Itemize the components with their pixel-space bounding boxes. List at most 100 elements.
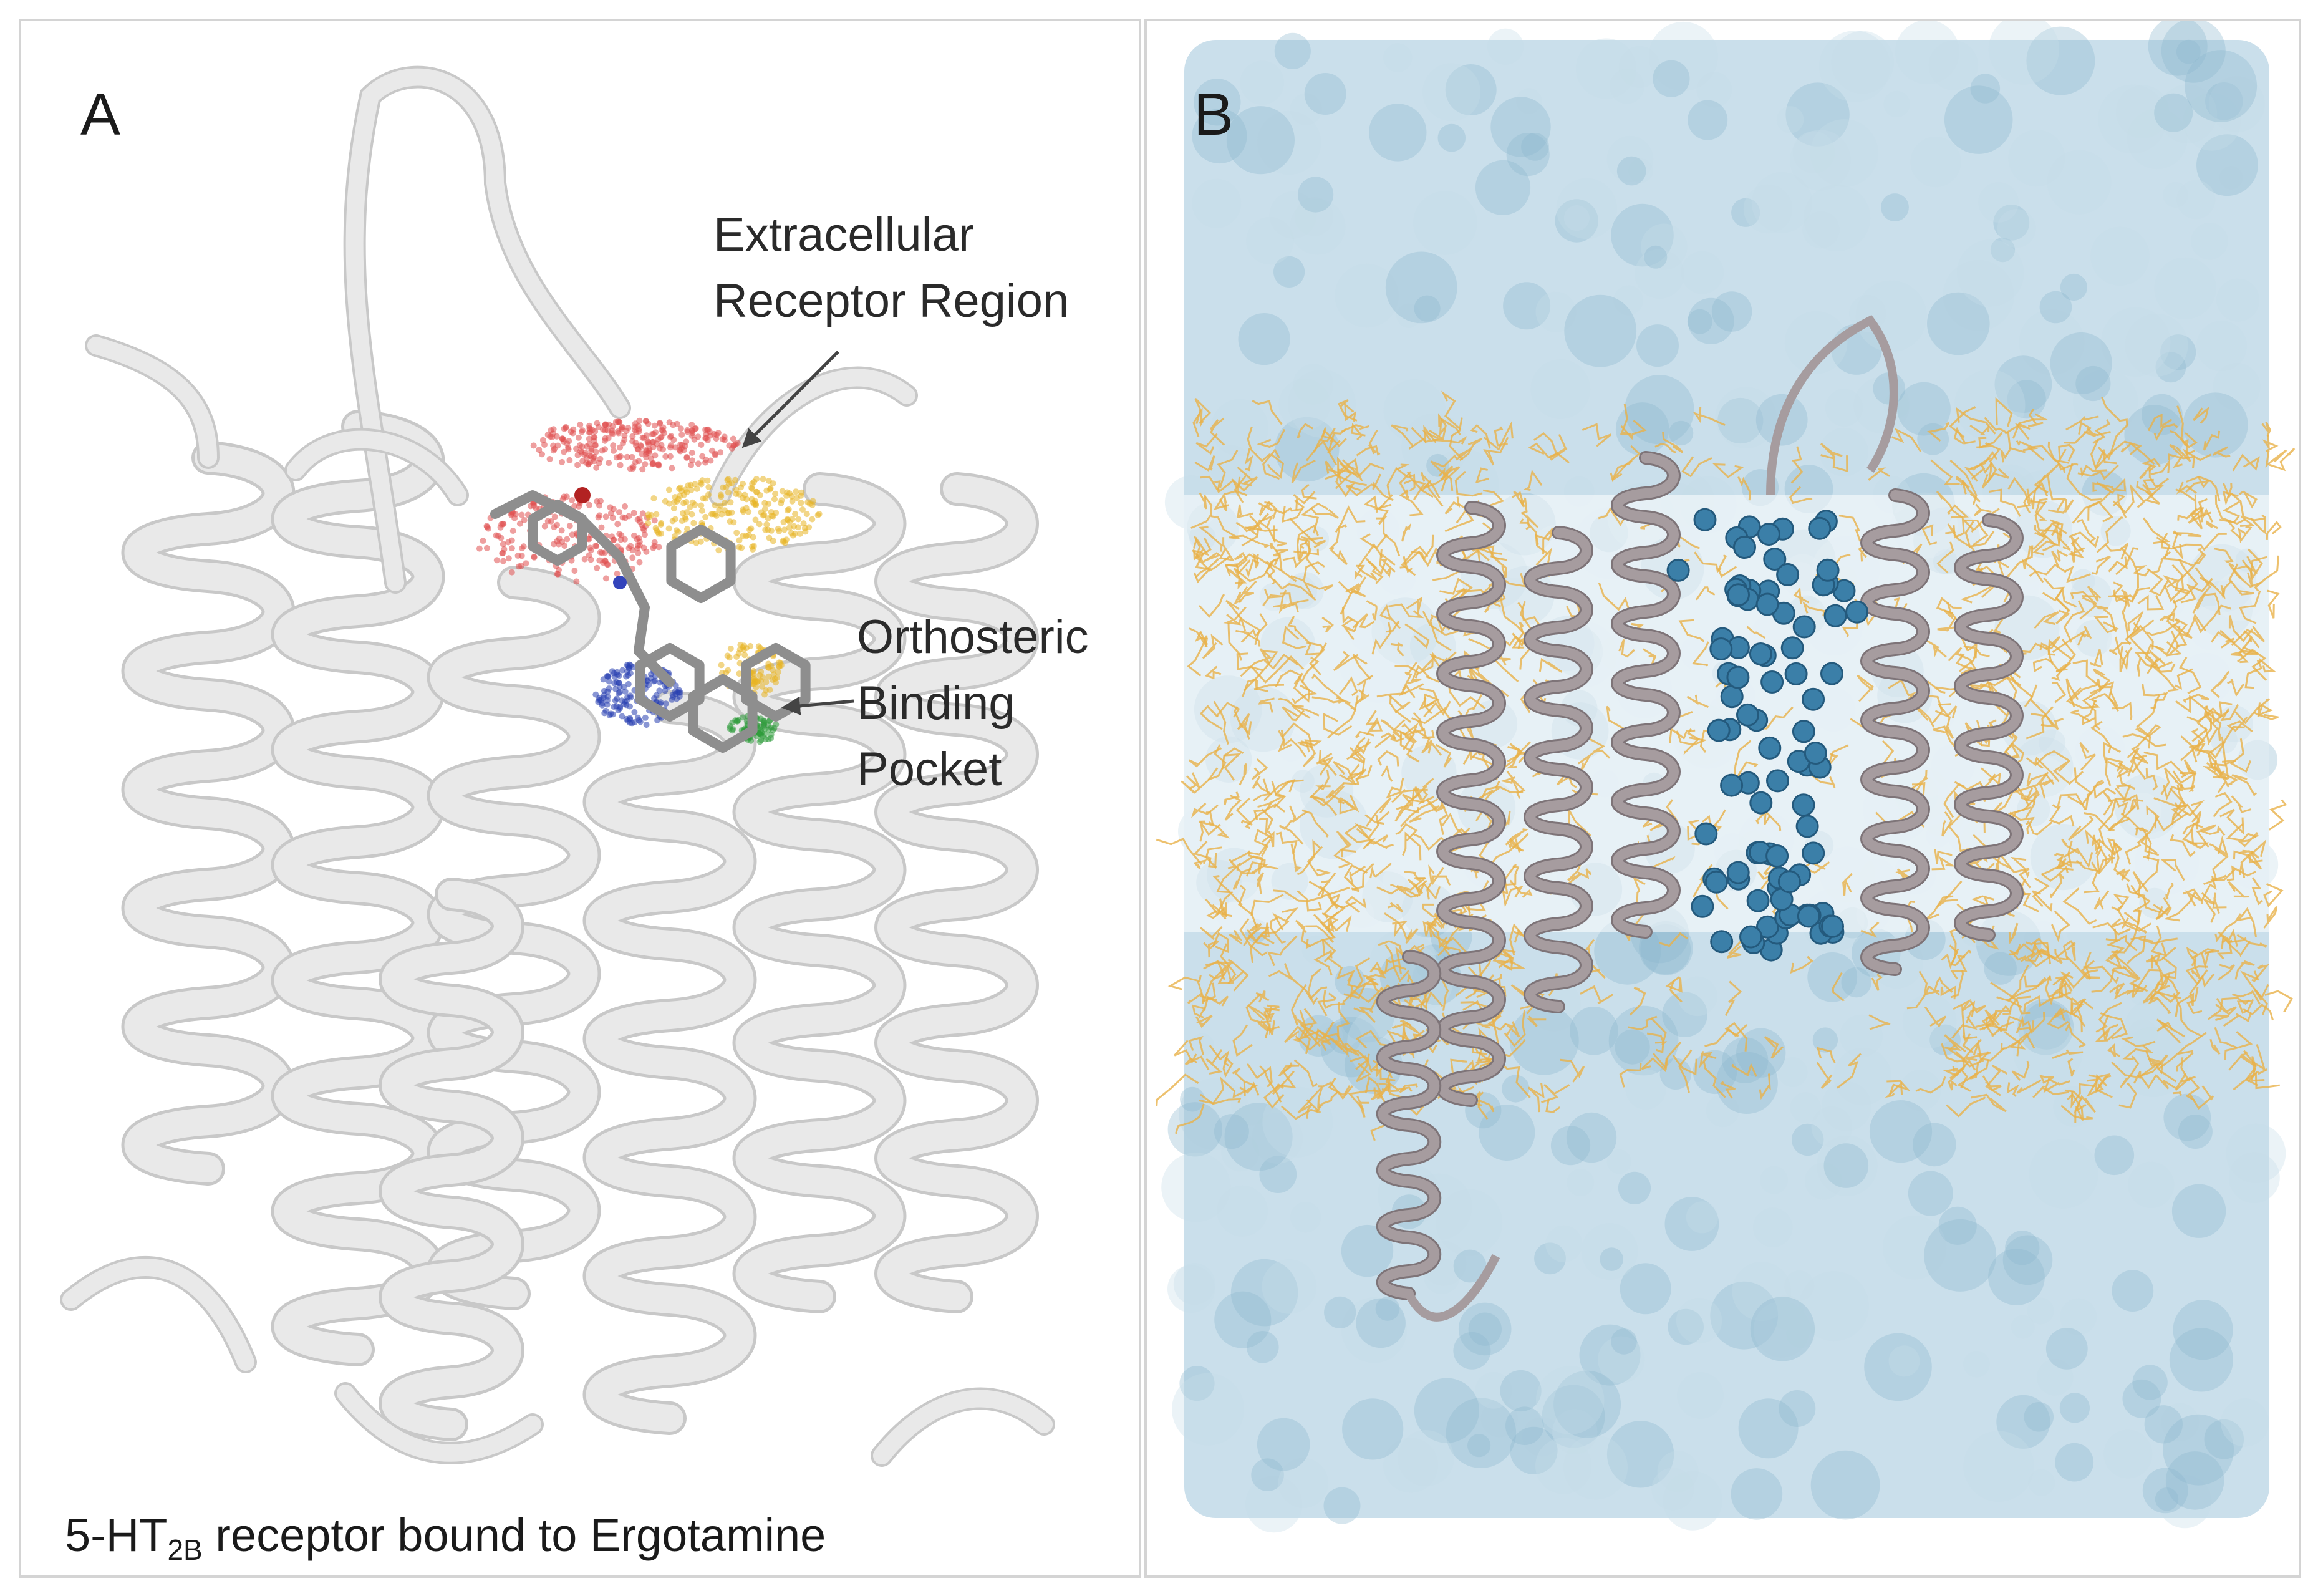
lipid-tail (2196, 592, 2221, 616)
lipid-tail (1517, 602, 1542, 629)
water-blob (1290, 1202, 1321, 1233)
lipid-tail (2126, 883, 2161, 914)
lipid-tail (1325, 783, 1345, 799)
lipid-tail (2022, 557, 2044, 583)
yellow-cluster-dot (794, 524, 801, 531)
yellow-cluster-dot (722, 500, 728, 506)
lipid-tail (1857, 674, 1875, 702)
water-blob (1944, 85, 2013, 154)
water-blob (1179, 1078, 1251, 1150)
blue-cluster-dot (619, 697, 625, 704)
water-blob (1375, 1297, 1400, 1321)
lipid-tail (1281, 500, 1305, 523)
yellow-cluster-dot (768, 513, 775, 520)
lipid-tail (1355, 1053, 1371, 1083)
ligand-sphere (1823, 604, 1847, 627)
lipid-tail (1402, 831, 1422, 861)
yellow-cluster-pocket-dot (747, 642, 754, 649)
loop-2 (87, 337, 217, 467)
lipid-tail (1217, 450, 1239, 488)
lipid-tail (1695, 586, 1716, 601)
lipid-tail (2047, 441, 2066, 473)
lipid-tail (2182, 694, 2209, 704)
water-blob (1247, 1331, 1279, 1363)
lipid-tail (1348, 1090, 1381, 1110)
helix-b-6 (1378, 952, 1440, 1299)
water-blob (2115, 85, 2170, 138)
lipid-tail (1293, 979, 1328, 1000)
water-blob (1245, 1476, 1303, 1533)
water-blob (1445, 64, 1497, 115)
lipid-tail (1820, 443, 1843, 458)
lipid-tail (1380, 719, 1402, 738)
water-blob (2047, 150, 2112, 215)
red-cluster-dot (583, 443, 590, 450)
yellow-cluster-dot (816, 511, 823, 517)
water-blob (1750, 1297, 1815, 1361)
ligand-ring-2 (635, 643, 705, 722)
water-blob (1895, 21, 1960, 85)
lipid-tail (1499, 948, 1516, 971)
lipid-tail (2111, 894, 2130, 912)
lipid-tail (1320, 1037, 1349, 1057)
yellow-cluster-dot (666, 500, 673, 507)
lipid-tail (2150, 458, 2171, 476)
red-cluster-lower-dot (640, 544, 647, 551)
panel-b-letter: B (1194, 81, 1234, 148)
yellow-cluster-dot (665, 486, 672, 493)
lipid-tail (1248, 926, 1270, 947)
lipid-tail (1224, 553, 1259, 576)
blue-cluster-dot (637, 718, 644, 725)
lipid-tail (2162, 574, 2190, 592)
lipid-tail (1272, 889, 1323, 902)
red-cluster-dot (629, 453, 635, 460)
lipid-tail (2172, 1091, 2183, 1096)
lipid-tail (1208, 821, 1230, 839)
lipid-tail (2000, 447, 2026, 463)
lipid-tail (1193, 859, 1207, 869)
yellow-cluster-dot (658, 530, 664, 537)
water-blob (1644, 245, 1668, 269)
lipid-tail (1282, 625, 1306, 649)
lipid-tail (2222, 483, 2244, 516)
lipid-tail (1239, 855, 1264, 874)
lipid-tail (2090, 720, 2112, 753)
orthosteric-label-line1: Orthosteric (857, 611, 1089, 664)
lipid-tail (1227, 568, 1248, 584)
lipid-tail (2134, 652, 2173, 669)
water-blob (1180, 1086, 1205, 1112)
red-cluster-lower-dot (629, 554, 636, 561)
red-cluster-dot (591, 453, 598, 460)
lipid-tail (1422, 730, 1435, 748)
lipid-tail (1654, 442, 1677, 453)
lipid-tail (2219, 629, 2236, 649)
water-blob (1956, 239, 2024, 307)
lipid-tail (2027, 408, 2044, 428)
red-cluster-dot (726, 442, 733, 449)
water-blob (2191, 223, 2228, 260)
yellow-cluster-dot (789, 516, 796, 523)
lipid-tail (1816, 1047, 1836, 1063)
lipid-tail (2231, 774, 2258, 796)
ligand-sphere (1746, 889, 1770, 912)
blue-cluster-dot (627, 694, 634, 701)
water-blob (1167, 1265, 1215, 1313)
lipid-tail (2239, 851, 2254, 878)
lipid-tail (1440, 937, 1468, 954)
lipid-tail (1509, 922, 1525, 955)
yellow-cluster-dot (683, 509, 690, 516)
lipid-tail (2141, 458, 2161, 472)
lipid-tail (2196, 824, 2216, 848)
lipid-tail (1203, 940, 1219, 958)
yellow-cluster-dot (699, 477, 706, 484)
lipid-tail (2238, 831, 2259, 848)
lipid-tail (2165, 631, 2182, 657)
water-blob (2173, 1300, 2233, 1360)
water-blob (2026, 26, 2095, 95)
water-blob (1686, 1201, 1718, 1234)
lipid-tail (2163, 783, 2183, 801)
blue-cluster-dot (604, 672, 611, 679)
lipid-tail (1444, 496, 1461, 515)
red-cluster-lower-dot (516, 520, 523, 527)
lipid-tail (2097, 854, 2115, 874)
